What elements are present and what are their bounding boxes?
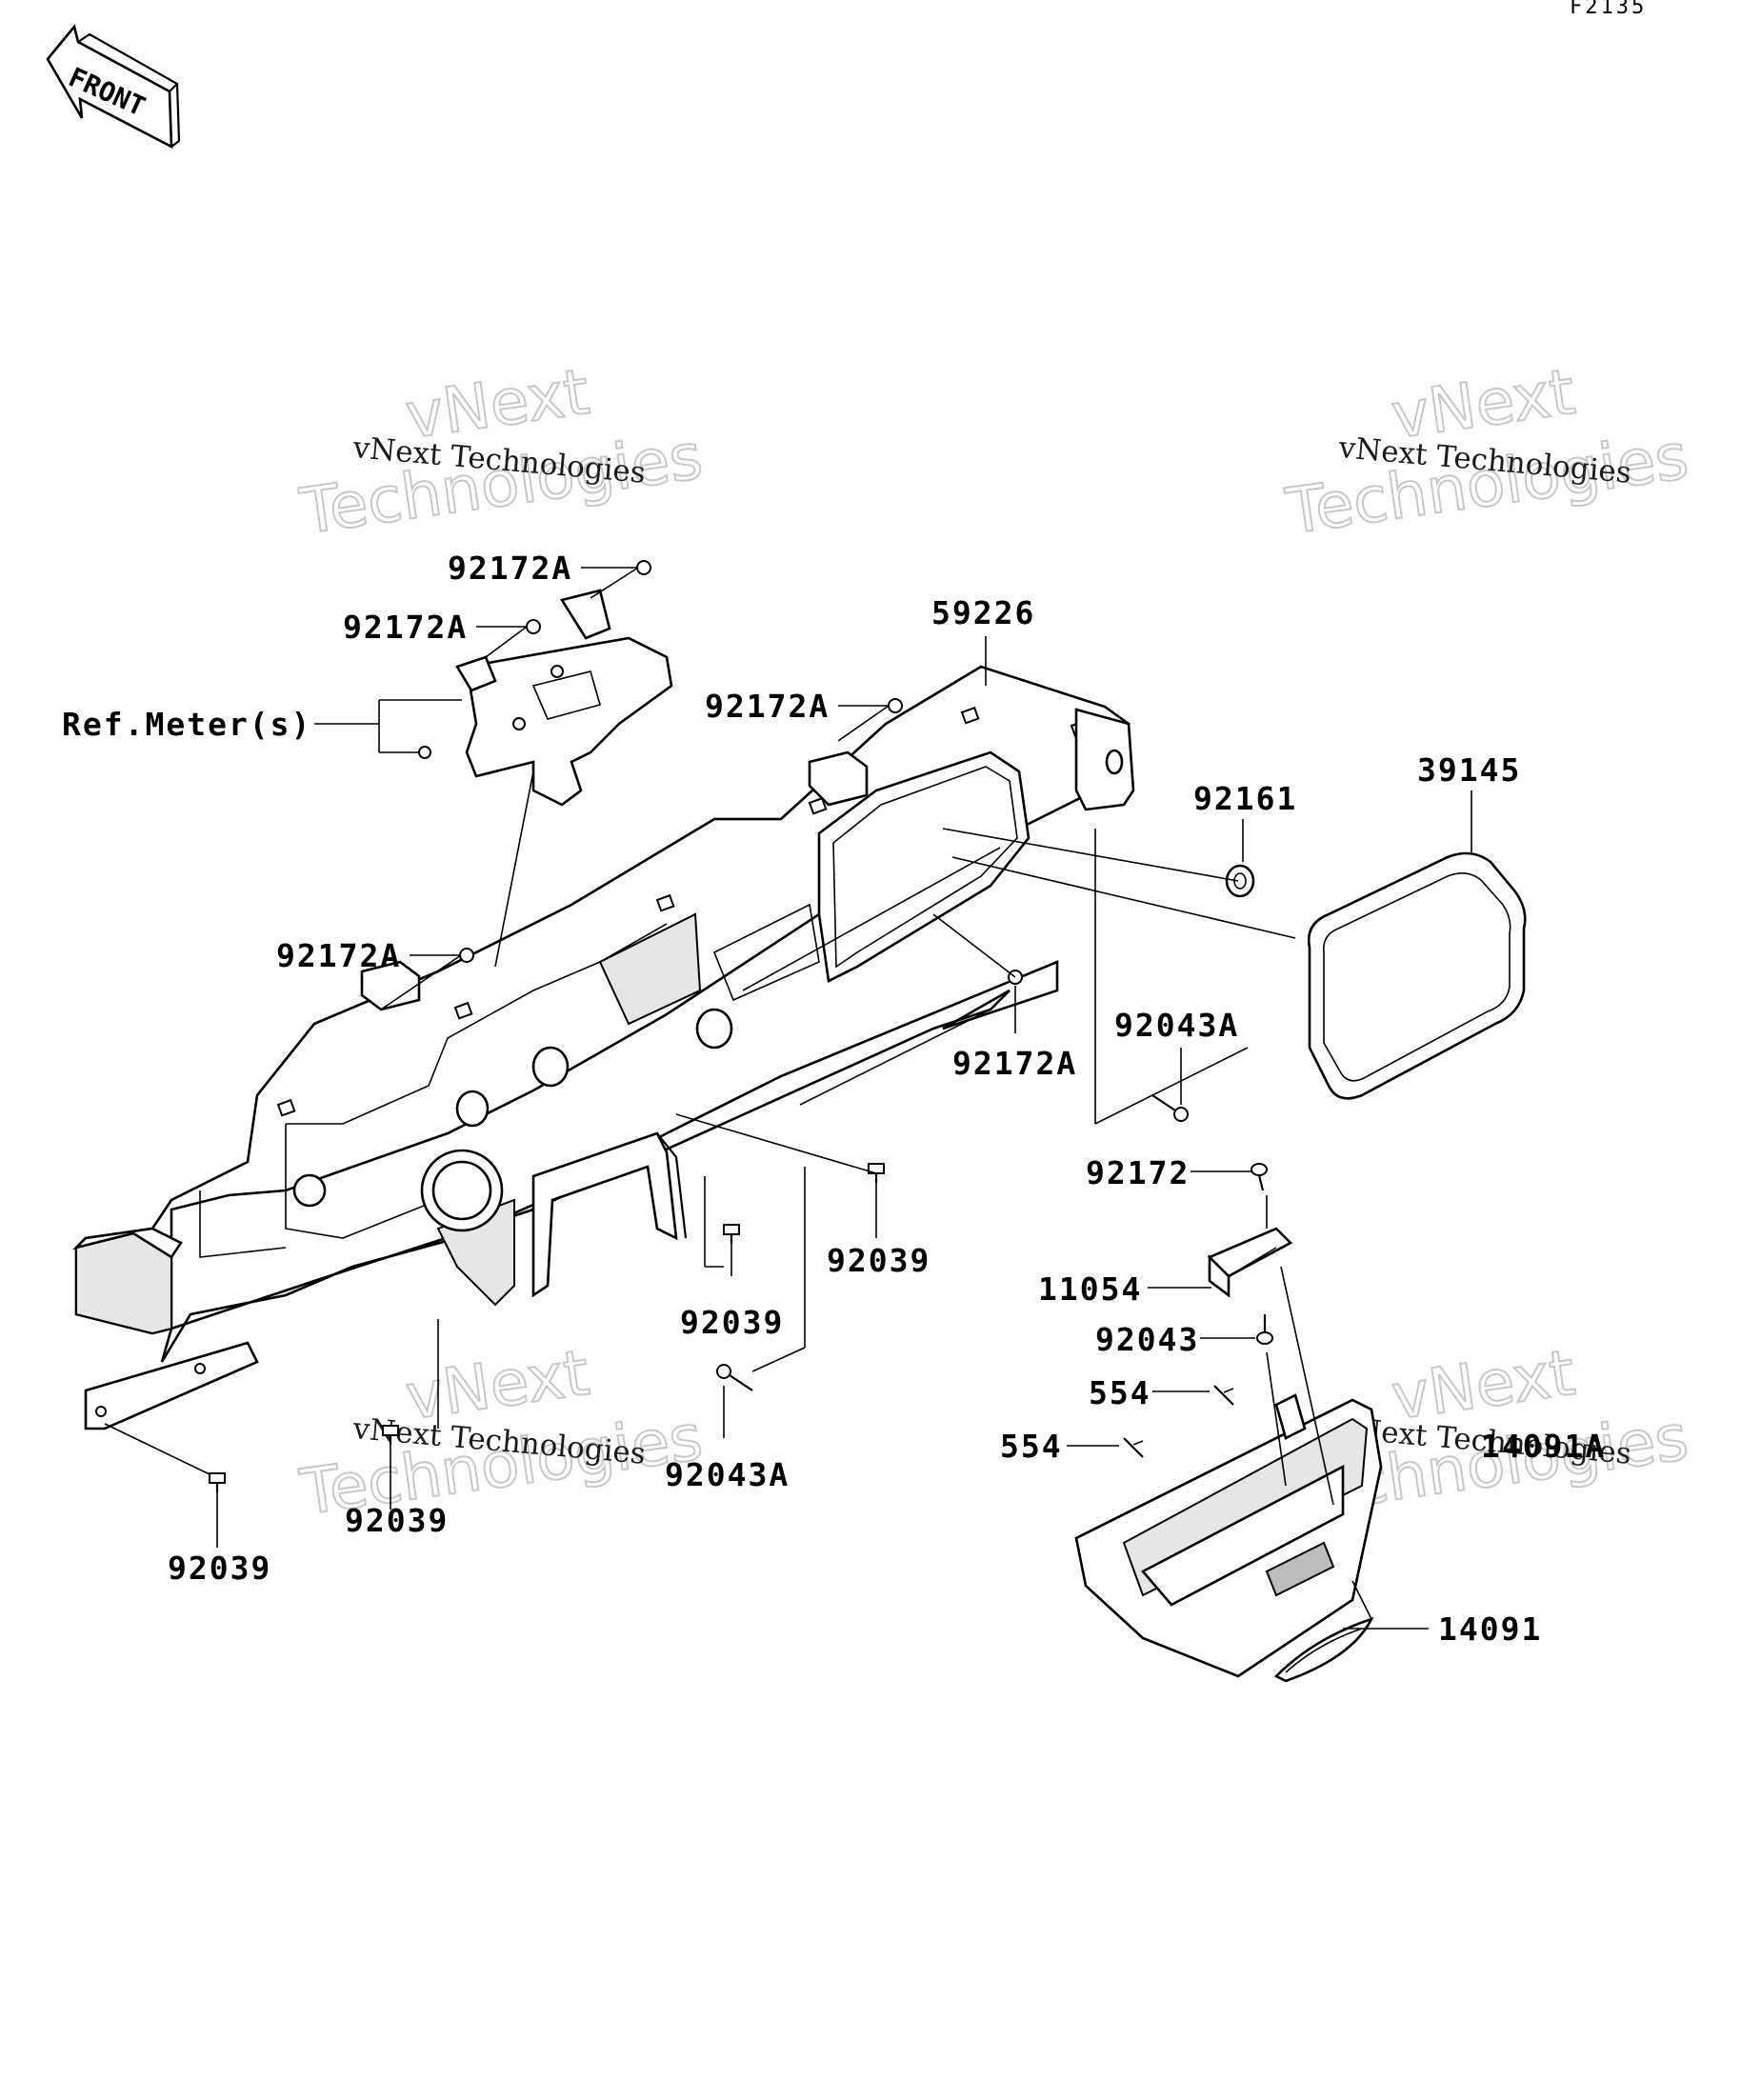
label-14091A: 14091A <box>1481 1428 1606 1465</box>
screw-icon <box>723 1224 740 1244</box>
label-39145: 39145 <box>1417 751 1521 789</box>
label-92043: 92043 <box>1095 1321 1199 1358</box>
hardware <box>209 560 1273 1492</box>
label-59226: 59226 <box>931 594 1035 631</box>
label-92172A-right: 92172A <box>952 1045 1077 1082</box>
screw-icon <box>1251 1163 1268 1191</box>
lens-gasket-39145 <box>1307 851 1527 1100</box>
dash-panel-59226 <box>71 665 1135 1430</box>
label-92043A-right: 92043A <box>1114 1007 1239 1044</box>
glove-box-lid-14091A <box>1074 1393 1383 1678</box>
label-92039-mid: 92039 <box>680 1304 784 1341</box>
label-92161: 92161 <box>1193 780 1297 817</box>
watermark-top-right: vNext Technologies vNext Technologies <box>1281 354 1694 550</box>
label-92172A-top2: 92172A <box>343 609 468 646</box>
hinge-bracket-11054 <box>1207 1227 1293 1298</box>
label-92172A-top1: 92172A <box>448 550 572 587</box>
nut-icon <box>418 746 431 759</box>
label-554-a: 554 <box>1089 1374 1151 1411</box>
label-92043A-bottom: 92043A <box>665 1456 790 1493</box>
nut-icon <box>888 698 903 713</box>
nut-icon <box>526 619 541 634</box>
bolt-icon <box>1256 1314 1273 1345</box>
label-11054: 11054 <box>1038 1270 1142 1308</box>
nut-icon <box>459 948 474 963</box>
pin-icon <box>716 1364 753 1391</box>
label-92172A-mid: 92172A <box>705 688 830 725</box>
pin-icon <box>1151 1094 1189 1122</box>
grommet-92161-icon <box>1225 864 1255 898</box>
pin-554-icon <box>1213 1385 1234 1406</box>
label-554-b: 554 <box>1000 1428 1063 1465</box>
label-92039-left: 92039 <box>168 1550 271 1587</box>
part-labels: 92172A 92172A 92172A 92172A 92172A 59226… <box>62 550 1606 1648</box>
watermark-bottom-left: vNext Technologies vNext Technologies <box>295 1335 709 1530</box>
label-14091: 14091 <box>1438 1610 1542 1648</box>
nut-icon <box>636 560 651 575</box>
label-92172: 92172 <box>1086 1154 1190 1191</box>
label-92039-center: 92039 <box>827 1242 931 1279</box>
watermark-top-left: vNext Technologies vNext Technologies <box>295 354 709 550</box>
label-92039-lower: 92039 <box>345 1502 449 1539</box>
label-92172A-left: 92172A <box>276 937 401 974</box>
leader-lines <box>104 567 1472 1630</box>
pin-554-icon <box>1123 1437 1144 1458</box>
front-arrow-icon: FRONT <box>46 24 181 150</box>
figure-code: F2135 <box>1570 0 1647 19</box>
meter-bracket <box>455 589 673 807</box>
label-ref-meter: Ref.Meter(s) <box>62 706 311 743</box>
screw-icon <box>209 1472 226 1492</box>
emblem-14091 <box>1273 1616 1374 1683</box>
